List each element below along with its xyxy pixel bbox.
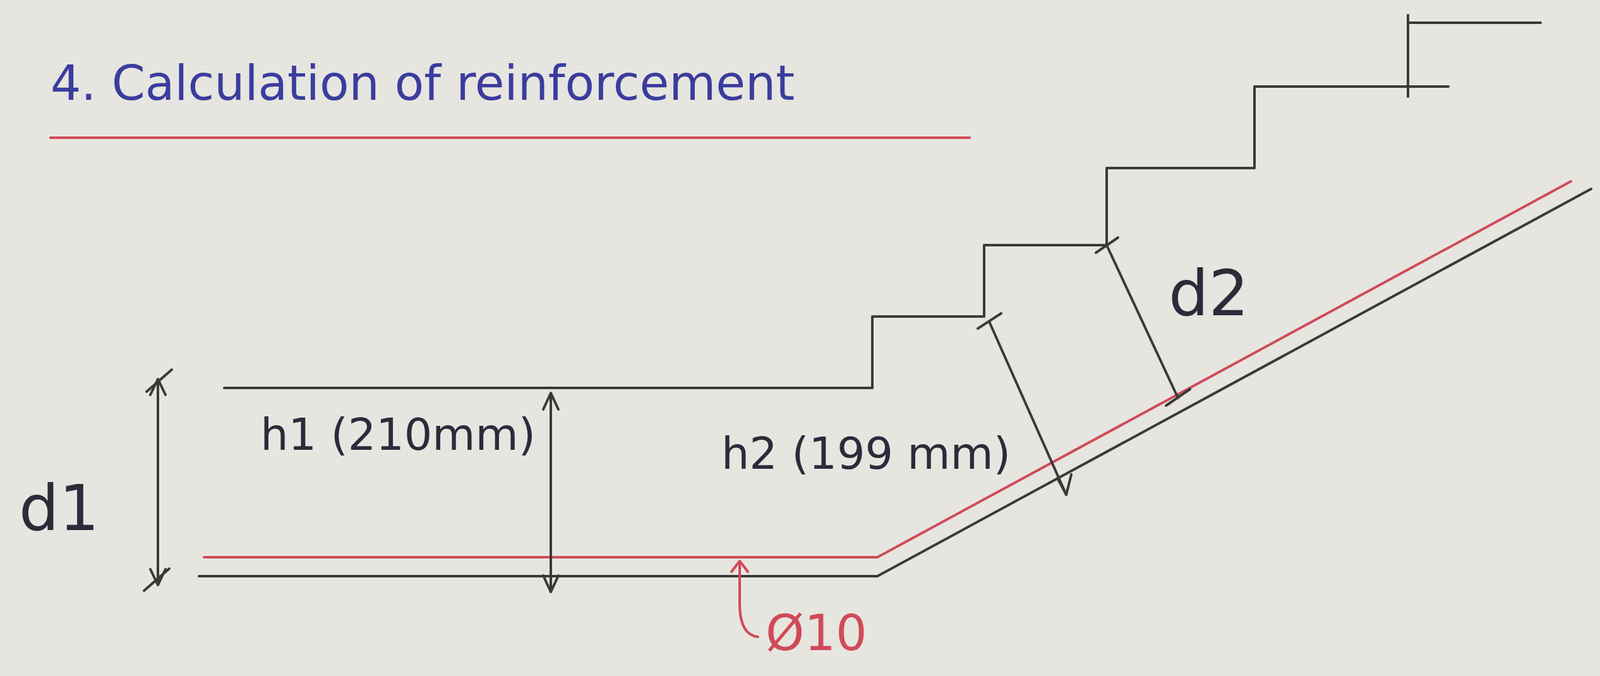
dimension-lines bbox=[144, 237, 1191, 592]
title-underline bbox=[50, 136, 970, 139]
dimension-label: d2 bbox=[1168, 258, 1249, 329]
sheet-heading: 4. Calculation of reinforcement bbox=[50, 56, 795, 110]
dimension-label: d1 bbox=[18, 473, 100, 544]
dimension-label: h2 (199 mm) bbox=[721, 429, 1011, 479]
bar-diameter: Ø10 bbox=[765, 606, 868, 661]
reinforcement-bar bbox=[204, 181, 1571, 637]
dimension-label: h1 (210mm) bbox=[260, 410, 536, 460]
